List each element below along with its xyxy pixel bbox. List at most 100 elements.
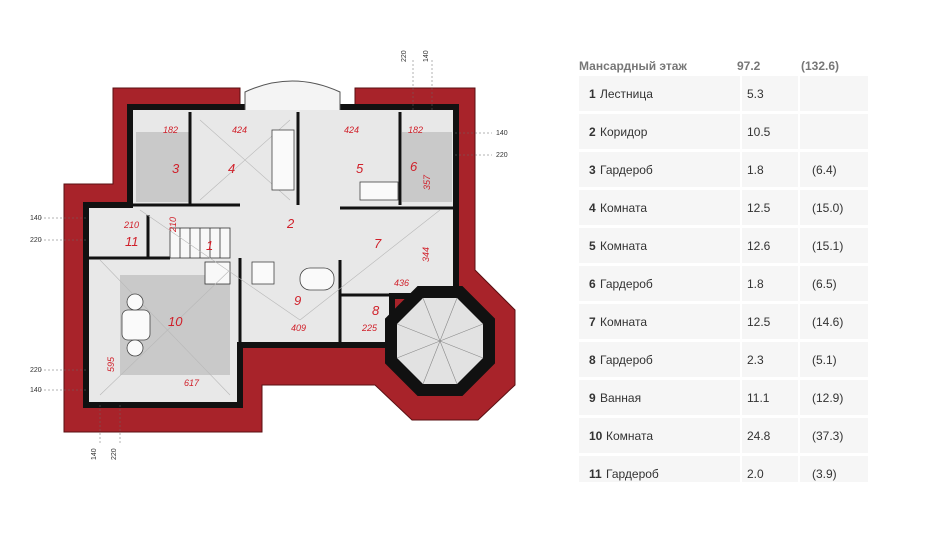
row-total-cell bbox=[800, 152, 868, 187]
row-area-cell bbox=[742, 342, 798, 377]
room-area: 12.6 bbox=[747, 239, 771, 253]
room-total-area: (3.9) bbox=[812, 467, 837, 481]
room-number: 10 bbox=[589, 429, 603, 443]
room-name: Комната bbox=[606, 429, 653, 443]
room-area: 12.5 bbox=[747, 201, 771, 215]
room-name: Гардероб bbox=[600, 353, 653, 367]
room-number: 6 bbox=[410, 159, 418, 174]
row-total-cell bbox=[800, 190, 868, 225]
row-total-cell bbox=[800, 342, 868, 377]
table-row: 1 Лестница 5.3 bbox=[574, 76, 874, 114]
row-total-cell bbox=[800, 266, 868, 301]
room-total-area: (15.0) bbox=[812, 201, 844, 215]
room-name: Комната bbox=[600, 201, 647, 215]
room-area: 5.3 bbox=[747, 87, 764, 101]
room-number: 5 bbox=[356, 161, 364, 176]
room-number: 8 bbox=[589, 353, 596, 367]
outer-dimension: 220 bbox=[496, 152, 508, 159]
room-total-area: (15.1) bbox=[812, 239, 844, 253]
row-total-cell bbox=[800, 76, 868, 111]
dimension-label: 595 bbox=[106, 356, 116, 372]
row-area-cell bbox=[742, 190, 798, 225]
room-number: 8 bbox=[372, 303, 380, 318]
outer-dimension: 220 bbox=[401, 50, 408, 62]
octagon-rays bbox=[396, 297, 484, 385]
row-area-cell bbox=[742, 418, 798, 453]
table-row: 5 Комната 12.6 (15.1) bbox=[574, 228, 874, 266]
row-area-cell bbox=[742, 380, 798, 415]
outer-dimensions: 220 140 140 220 140 220 220 140 140 220 bbox=[30, 50, 508, 460]
floor-area: 97.2 bbox=[737, 59, 761, 73]
room-number: 9 bbox=[589, 391, 596, 405]
dimension-label: 617 bbox=[184, 378, 200, 388]
row-name-cell bbox=[579, 152, 740, 187]
room-number: 7 bbox=[374, 236, 382, 251]
row-total-cell bbox=[800, 418, 868, 453]
outer-dimension: 140 bbox=[423, 50, 430, 62]
dimension-label: 210 bbox=[123, 220, 139, 230]
row-name-cell bbox=[579, 342, 740, 377]
row-total-cell bbox=[800, 380, 868, 415]
dimension-label: 409 bbox=[291, 323, 306, 333]
room-number: 1 bbox=[589, 87, 596, 101]
room-number: 7 bbox=[589, 315, 596, 329]
row-name-cell bbox=[579, 418, 740, 453]
room-number: 11 bbox=[589, 467, 602, 481]
outer-dimension: 140 bbox=[91, 448, 98, 460]
room-number: 3 bbox=[589, 163, 596, 177]
table-header: Мансардный этаж 97.2 (132.6) bbox=[574, 56, 874, 76]
room-total-area: (5.1) bbox=[812, 353, 837, 367]
row-area-cell bbox=[742, 114, 798, 149]
room-number: 6 bbox=[589, 277, 596, 291]
room-number: 5 bbox=[589, 239, 596, 253]
row-total-cell bbox=[800, 304, 868, 339]
room-number: 11 bbox=[125, 234, 139, 249]
room-name: Гардероб bbox=[606, 467, 659, 481]
room-area: 1.8 bbox=[747, 163, 764, 177]
floor-total-area: (132.6) bbox=[801, 59, 840, 73]
room-area: 2.3 bbox=[747, 353, 764, 367]
room-name: Коридор bbox=[600, 125, 648, 139]
room-number: 4 bbox=[589, 201, 596, 215]
table-row: 4 Комната 12.5 (15.0) bbox=[574, 190, 874, 228]
floor-title: Мансардный этаж bbox=[579, 59, 687, 73]
room-total-area: (37.3) bbox=[812, 429, 844, 443]
row-name-cell bbox=[579, 380, 740, 415]
room-number: 10 bbox=[168, 314, 183, 329]
room-numbers: 1 2 3 4 5 6 7 8 9 10 11 bbox=[125, 159, 418, 329]
outer-dimension: 220 bbox=[111, 448, 118, 460]
dimension-label: 182 bbox=[163, 125, 178, 135]
room-name: Лестница bbox=[600, 87, 653, 101]
row-area-cell bbox=[742, 266, 798, 301]
room-number: 1 bbox=[206, 238, 213, 253]
dimension-lines bbox=[40, 60, 492, 445]
room-total-area: (14.6) bbox=[812, 315, 844, 329]
room-area: 11.1 bbox=[747, 391, 770, 405]
bay-window bbox=[244, 80, 341, 110]
row-area-cell bbox=[742, 228, 798, 263]
interior-walls bbox=[86, 112, 456, 345]
room-total-area: (12.9) bbox=[812, 391, 844, 405]
outer-dimension: 140 bbox=[496, 130, 508, 137]
outer-dimension: 220 bbox=[30, 237, 42, 244]
dimension-label: 424 bbox=[232, 125, 247, 135]
room-name: Комната bbox=[600, 239, 647, 253]
room-number: 9 bbox=[294, 293, 301, 308]
room-total-area: (6.5) bbox=[812, 277, 837, 291]
room-name: Гардероб bbox=[600, 277, 653, 291]
row-name-cell bbox=[579, 114, 740, 149]
room-area: 12.5 bbox=[747, 315, 771, 329]
dimension-label: 210 bbox=[168, 217, 178, 233]
dimension-label: 357 bbox=[422, 174, 432, 190]
furniture bbox=[121, 129, 399, 357]
dimension-label: 436 bbox=[394, 278, 409, 288]
row-total-cell bbox=[800, 114, 868, 149]
table-clip bbox=[574, 482, 874, 502]
